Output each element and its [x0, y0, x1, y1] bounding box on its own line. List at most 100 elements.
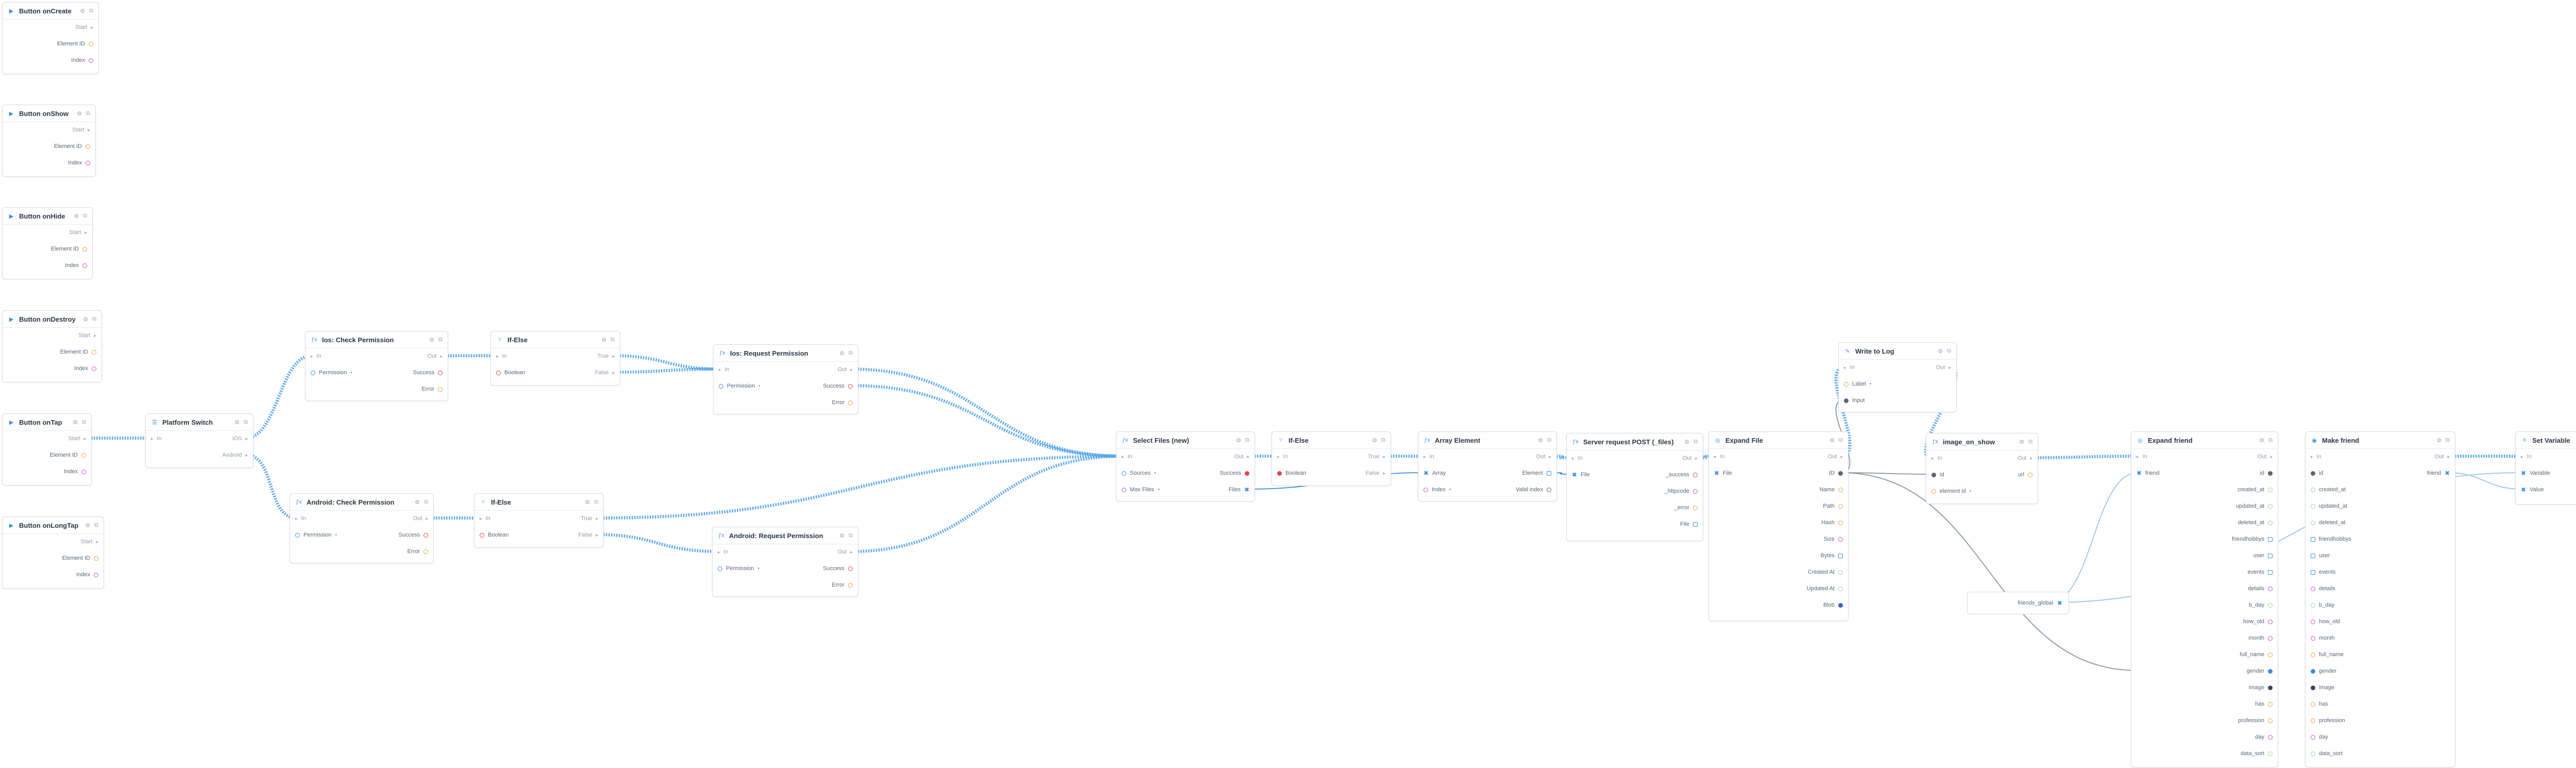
gear-icon[interactable]: ⚙	[839, 350, 845, 357]
exec-port-icon[interactable]: ▸	[2447, 454, 2450, 459]
output-path[interactable]: Path	[1819, 501, 1843, 511]
data-port[interactable]	[2311, 553, 2315, 558]
data-port[interactable]	[1547, 471, 1551, 476]
exec-port-icon[interactable]: ▸	[1383, 454, 1385, 459]
data-port[interactable]	[438, 387, 443, 392]
exec-output-start[interactable]: Start▸	[69, 125, 90, 135]
variable-friends-global[interactable]: friends_global✖	[1967, 592, 2069, 614]
exec-port-icon[interactable]: ▸	[311, 353, 313, 359]
data-port[interactable]	[2268, 471, 2273, 476]
output-blob[interactable]: Blob	[1820, 600, 1843, 610]
exec-port-icon[interactable]: ▸	[1277, 454, 1280, 459]
gear-icon[interactable]: ⚙	[1236, 437, 1242, 444]
exec-port-icon[interactable]: ▸	[94, 332, 96, 338]
data-port[interactable]	[1931, 489, 1936, 494]
copy-icon[interactable]: ⧉	[89, 7, 93, 14]
output-events[interactable]: events	[2244, 567, 2273, 577]
exec-output-false[interactable]: False▸	[1362, 468, 1385, 478]
output-element-id[interactable]: Element ID	[57, 347, 96, 357]
data-port[interactable]	[2268, 603, 2273, 608]
input-b-day[interactable]: b_day	[2311, 600, 2338, 610]
gear-icon[interactable]: ⚙	[1938, 348, 1943, 355]
data-port[interactable]	[496, 370, 501, 375]
data-port[interactable]	[2311, 685, 2315, 690]
exec-port-icon[interactable]: ▸	[1122, 454, 1124, 459]
data-port[interactable]: ✖	[1423, 469, 1429, 477]
exec-wire[interactable]	[612, 368, 721, 374]
input-element-id[interactable]: element id●	[1931, 486, 1971, 496]
copy-icon[interactable]: ⧉	[1839, 437, 1843, 443]
exec-output-false[interactable]: False▸	[575, 530, 598, 540]
data-port[interactable]	[1122, 487, 1126, 492]
gear-icon[interactable]: ⚙	[839, 532, 845, 539]
node-header[interactable]: ▶Button onHide⚙⧉	[3, 208, 92, 225]
data-port[interactable]	[86, 160, 90, 165]
exec-output-out[interactable]: Out▸	[1533, 452, 1551, 462]
input-permission[interactable]: Permission●	[718, 563, 759, 574]
copy-icon[interactable]: ⧉	[424, 498, 428, 505]
data-port[interactable]	[438, 370, 443, 375]
exec-port-icon[interactable]: ▸	[2030, 455, 2032, 461]
data-port[interactable]	[92, 349, 96, 355]
data-port[interactable]	[2268, 504, 2273, 509]
data-port[interactable]	[423, 549, 428, 554]
copy-icon[interactable]: ⧉	[1245, 437, 1249, 443]
data-port[interactable]	[423, 532, 428, 538]
data-port[interactable]	[1838, 504, 1843, 509]
exec-port-icon[interactable]: ▸	[1549, 454, 1551, 459]
exec-port-icon[interactable]: ▸	[84, 229, 87, 235]
data-port[interactable]	[2311, 586, 2315, 591]
output-id[interactable]: id	[2256, 468, 2273, 478]
output-httpcode[interactable]: _httpcode	[1661, 486, 1698, 496]
output-success[interactable]: Success	[819, 381, 853, 391]
exec-port-icon[interactable]: ▸	[1695, 455, 1698, 461]
exec-input-in[interactable]: ▸In	[1931, 453, 1946, 463]
data-port[interactable]: ✖	[2445, 469, 2450, 477]
output-bytes[interactable]: Bytes	[1817, 550, 1843, 561]
exec-port-icon[interactable]: ▸	[596, 532, 598, 538]
exec-port-icon[interactable]: ▸	[1247, 454, 1249, 459]
exec-input-in[interactable]: ▸In	[295, 513, 310, 524]
data-port[interactable]	[2311, 734, 2315, 740]
exec-output-start[interactable]: Start▸	[64, 433, 86, 444]
exec-wire[interactable]	[245, 453, 297, 520]
exec-output-true[interactable]: True▸	[577, 513, 598, 524]
copy-icon[interactable]: ⧉	[438, 336, 443, 343]
data-port[interactable]	[719, 383, 723, 389]
output-profession[interactable]: profession	[2234, 715, 2273, 726]
exec-port-icon[interactable]: ▸	[718, 549, 720, 555]
copy-icon[interactable]: ⧉	[94, 522, 98, 528]
gear-icon[interactable]: ⚙	[73, 419, 78, 426]
gear-icon[interactable]: ⚙	[429, 337, 435, 343]
data-port[interactable]	[1245, 471, 1249, 476]
output-index[interactable]: Index	[61, 260, 87, 271]
data-port[interactable]	[1277, 471, 1282, 476]
gear-icon[interactable]: ⚙	[85, 522, 91, 529]
exec-output-true[interactable]: True▸	[594, 351, 615, 361]
data-wire[interactable]	[1840, 472, 1934, 475]
output-deleted-at[interactable]: deleted_at	[2234, 517, 2273, 528]
output-error[interactable]: _error	[1671, 503, 1698, 513]
input-input[interactable]: Input	[1844, 395, 1868, 406]
data-port[interactable]	[1423, 487, 1428, 492]
input-boolean[interactable]: Boolean	[1277, 468, 1310, 478]
exec-output-out[interactable]: Out▸	[834, 364, 853, 375]
output-created-at[interactable]: Created At	[1804, 567, 1843, 577]
input-sources[interactable]: Sources●	[1122, 468, 1156, 478]
exec-input-in[interactable]: ▸In	[719, 364, 733, 375]
output-valid-index[interactable]: Valid index	[1512, 485, 1551, 495]
